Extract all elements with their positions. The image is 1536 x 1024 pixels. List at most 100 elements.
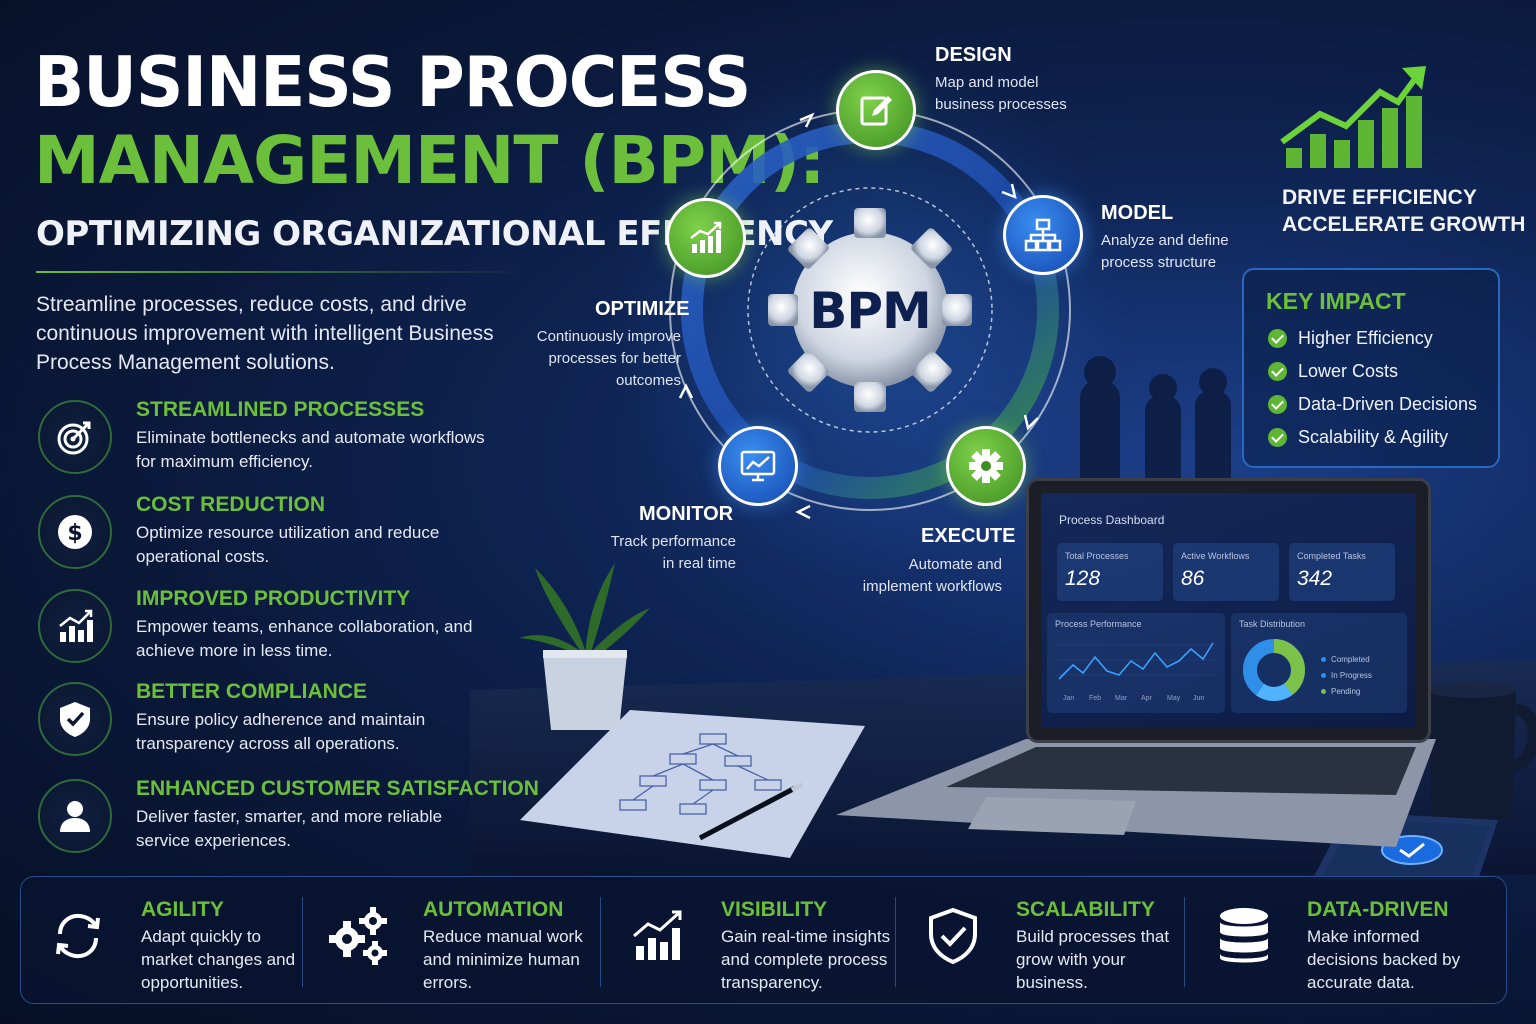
stage-execute-title: EXECUTE: [921, 525, 1016, 547]
gears-icon: [325, 901, 395, 971]
month-label: May: [1167, 695, 1181, 702]
refresh-arrows-icon: [43, 901, 113, 971]
stage-model-desc: Analyze and define process structure: [1101, 232, 1229, 271]
database-icon: [1209, 901, 1279, 971]
title-line-1: BUSINESS PROCESS: [34, 42, 751, 123]
kpi-completed-tasks: Completed Tasks 342: [1289, 543, 1395, 601]
benefit-productivity: IMPROVED PRODUCTIVITY Empower teams, enh…: [38, 587, 498, 667]
kpi-value: 128: [1065, 567, 1101, 590]
impact-item: Scalability & Agility: [1268, 425, 1448, 449]
impact-item: Data-Driven Decisions: [1268, 392, 1477, 416]
svg-text:$: $: [67, 521, 82, 546]
stage-execute-desc: Automate and implement workflows: [862, 556, 1002, 595]
pillar-desc: Gain real-time insights and complete pro…: [721, 927, 891, 992]
stage-optimize-title: OPTIMIZE: [595, 298, 690, 320]
performance-label: Process Performance: [1055, 619, 1142, 629]
benefit-desc: Ensure policy adherence and maintain tra…: [136, 710, 426, 753]
flowchart-paper-illustration: [520, 710, 865, 858]
pillar-title: SCALABILITY: [1016, 898, 1155, 921]
divider: [600, 897, 601, 987]
benefit-streamlined: STREAMLINED PROCESSES Eliminate bottlene…: [38, 398, 498, 478]
month-label: Jun: [1193, 695, 1205, 702]
month-label: Apr: [1141, 695, 1152, 702]
stage-monitor-title: MONITOR: [639, 503, 734, 525]
legend-label: Pending: [1331, 687, 1361, 696]
benefit-desc: Eliminate bottlenecks and automate workf…: [136, 428, 485, 471]
stage-design-desc: Map and model business processes: [935, 74, 1067, 113]
stage-design-title: DESIGN: [935, 44, 1012, 66]
legend-dot: [1321, 689, 1326, 694]
check-icon: [1268, 328, 1287, 348]
benefit-title: BETTER COMPLIANCE: [136, 680, 367, 703]
impact-label: Higher Efficiency: [1298, 327, 1433, 348]
dashboard-title: Process Dashboard: [1059, 513, 1165, 527]
dollar-icon: $: [38, 495, 112, 569]
month-label: Feb: [1089, 695, 1102, 702]
intro-text: Streamline processes, reduce costs, and …: [36, 293, 494, 374]
user-icon: [38, 779, 112, 853]
pillar-desc: Make informed decisions backed by accura…: [1307, 927, 1461, 992]
shield-check-icon: [918, 901, 988, 971]
check-icon: [1268, 361, 1287, 381]
legend-completed: Completed: [1321, 655, 1370, 664]
legend-label: Completed: [1331, 655, 1370, 664]
pillar-title: DATA-DRIVEN: [1307, 898, 1449, 921]
key-impact-title: KEY IMPACT: [1266, 288, 1406, 314]
impact-label: Scalability & Agility: [1298, 426, 1449, 447]
pillars-strip: AGILITY Adapt quickly to market changes …: [20, 876, 1507, 1004]
month-label: Jan: [1063, 695, 1075, 702]
benefit-desc: Empower teams, enhance collaboration, an…: [136, 617, 473, 660]
distribution-label: Task Distribution: [1239, 619, 1306, 629]
benefit-title: IMPROVED PRODUCTIVITY: [136, 587, 411, 610]
kpi-value: 86: [1181, 567, 1205, 590]
legend-label: In Progress: [1331, 671, 1372, 680]
pillar-desc: Adapt quickly to market changes and oppo…: [141, 927, 296, 992]
benefit-title: COST REDUCTION: [136, 493, 325, 516]
impact-label: Lower Costs: [1298, 360, 1399, 381]
shield-check-icon: [38, 682, 112, 756]
month-label: Mar: [1115, 695, 1128, 702]
divider: [895, 897, 896, 987]
pillar-title: AUTOMATION: [423, 898, 564, 921]
impact-label: Data-Driven Decisions: [1298, 393, 1478, 414]
growth-line-2: ACCELERATE GROWTH: [1282, 213, 1526, 236]
benefit-desc: Deliver faster, smarter, and more reliab…: [136, 807, 443, 850]
bar-chart-icon: [38, 589, 112, 663]
title-divider: [36, 271, 526, 273]
pencil-edit-icon: [836, 70, 916, 150]
growth-bars-icon: [1280, 66, 1426, 168]
performance-line-chart: [1055, 642, 1217, 680]
divider: [1184, 897, 1185, 987]
pillar-scalability: SCALABILITY Build processes that grow wi…: [896, 877, 1186, 1005]
pillar-agility: AGILITY Adapt quickly to market changes …: [21, 877, 301, 1005]
key-impact-panel: KEY IMPACT Higher Efficiency Lower Costs…: [1242, 268, 1500, 468]
benefit-desc: Optimize resource utilization and reduce…: [136, 523, 440, 566]
trend-chart-icon: [623, 901, 693, 971]
pillar-desc: Reduce manual work and minimize human er…: [423, 927, 583, 992]
task-donut-chart: [1243, 639, 1305, 701]
kpi-label: Active Workflows: [1181, 551, 1250, 561]
check-icon: [1268, 394, 1287, 414]
task-distribution-panel: Task Distribution Completed In Progress …: [1231, 613, 1407, 713]
process-performance-panel: Process Performance Jan Feb Mar Apr May …: [1047, 613, 1225, 713]
pillar-automation: AUTOMATION Reduce manual work and minimi…: [303, 877, 599, 1005]
gear-icon: [946, 426, 1026, 506]
benefit-title: STREAMLINED PROCESSES: [136, 398, 425, 421]
impact-item: Lower Costs: [1268, 359, 1398, 383]
title-line-2: MANAGEMENT (BPM):: [34, 122, 825, 199]
benefit-title: ENHANCED CUSTOMER SATISFACTION: [136, 777, 539, 800]
pillar-title: AGILITY: [141, 898, 224, 921]
legend-in-progress: In Progress: [1321, 671, 1372, 680]
kpi-label: Total Processes: [1065, 551, 1129, 561]
plant-illustration: [520, 563, 650, 730]
benefit-cost: $ COST REDUCTION Optimize resource utili…: [38, 493, 498, 573]
growth-text: DRIVE EFFICIENCY ACCELERATE GROWTH: [1282, 184, 1525, 238]
growth-chart-icon: [666, 198, 746, 278]
kpi-label: Completed Tasks: [1297, 551, 1366, 561]
target-icon: [38, 400, 112, 474]
laptop-base: [836, 739, 1436, 847]
hierarchy-icon: [1003, 195, 1083, 275]
growth-line-1: DRIVE EFFICIENCY: [1282, 186, 1477, 209]
laptop-screen: Process Dashboard Total Processes 128 Ac…: [1026, 478, 1431, 743]
stage-monitor-desc: Track performance in real time: [610, 533, 736, 572]
